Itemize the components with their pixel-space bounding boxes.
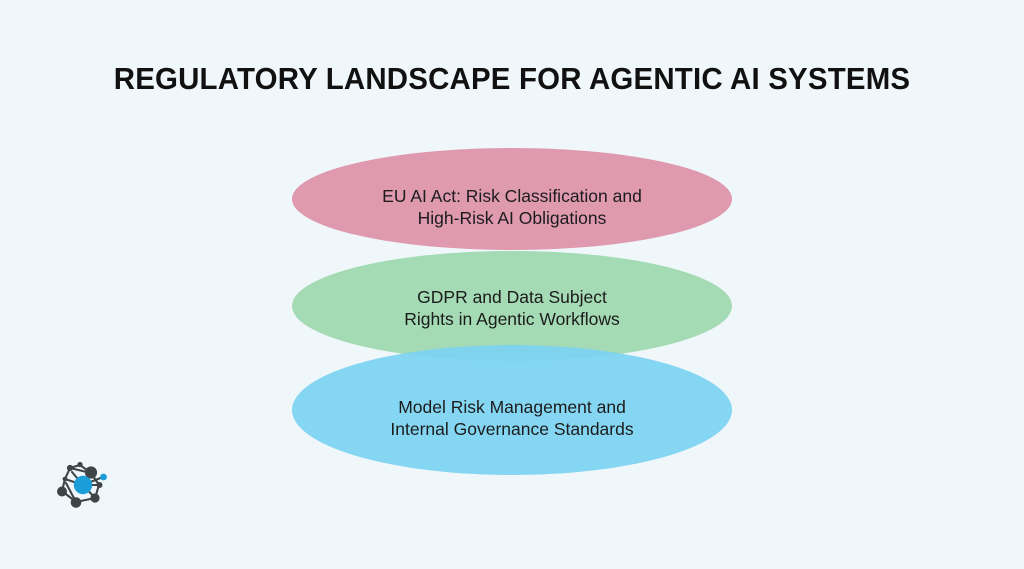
ellipse-shape-model-risk[interactable]	[292, 345, 732, 475]
page-title: REGULATORY LANDSCAPE FOR AGENTIC AI SYST…	[113, 62, 911, 96]
ellipse-shape-eu-ai-act[interactable]	[292, 148, 732, 250]
ellipse-label-model-risk: Model Risk Management and Internal Gover…	[390, 397, 634, 439]
network-nodes-logo	[50, 452, 118, 520]
ellipse-shape-gdpr[interactable]	[292, 251, 732, 361]
ellipse-label-gdpr: GDPR and Data Subject Rights in Agentic …	[404, 287, 620, 329]
ellipse-label-eu-ai-act: EU AI Act: Risk Classification and High-…	[382, 186, 642, 228]
network-nodes-icon	[57, 461, 107, 508]
